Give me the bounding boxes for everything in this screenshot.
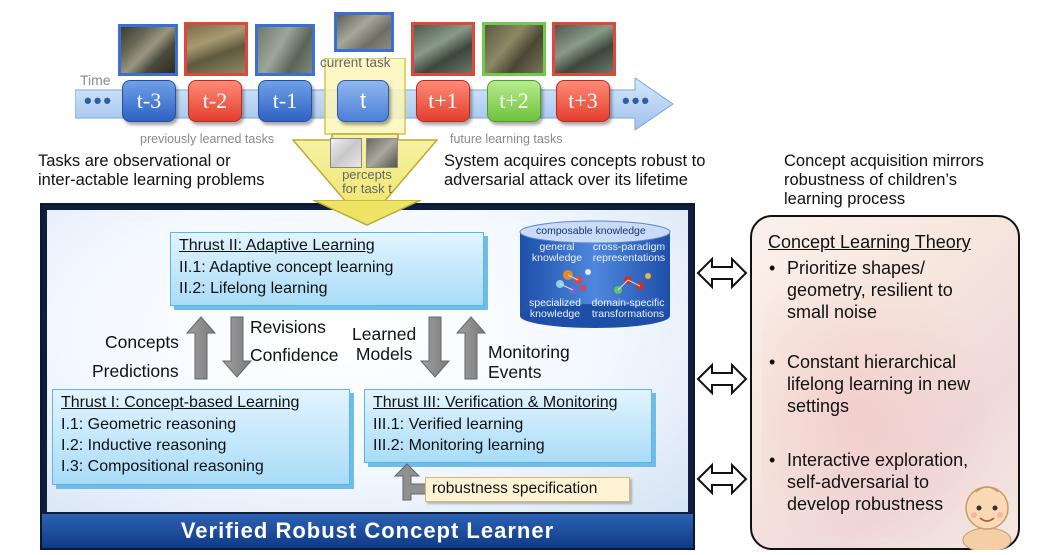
- label-learned-models: Learned Models: [352, 324, 417, 364]
- previously-learned-label: previously learned tasks: [140, 132, 275, 146]
- timestep-t+1: t+1: [416, 80, 470, 122]
- percept-image-1: [330, 138, 362, 168]
- knowledge-general: general knowledge: [531, 241, 583, 264]
- thrust-1-item: I.1: Geometric reasoning: [61, 416, 237, 433]
- theory-bullet: • Prioritize shapes/ geometry, resilient…: [769, 257, 1007, 323]
- theory-bullet-text: Prioritize shapes/ geometry, resilient t…: [787, 258, 953, 322]
- theory-bullet-text: Constant hierarchical lifelong learning …: [787, 352, 971, 416]
- label-concepts: Concepts: [105, 332, 179, 352]
- task-image-t-2: [184, 22, 248, 76]
- thrust-1-title: Thrust I: Concept-based Learning: [61, 394, 300, 411]
- thrust-1-item: I.3: Compositional reasoning: [61, 458, 264, 475]
- concept-learning-theory-title: Concept Learning Theory: [768, 232, 971, 252]
- double-arrow-1: [696, 256, 748, 290]
- baby-icon: [962, 486, 1012, 550]
- thrust-2-item: II.2: Lifelong learning: [179, 280, 328, 297]
- theory-bullet: • Interactive exploration, self-adversar…: [769, 449, 1007, 515]
- timestep-t-2: t-2: [188, 80, 242, 122]
- thrust-1-box: Thrust I: Concept-based Learning I.1: Ge…: [52, 389, 350, 485]
- timestep-t-1: t-1: [258, 80, 312, 122]
- knowledge-top-label: composable knowledge: [536, 225, 646, 237]
- task-image-t+1: [411, 22, 475, 76]
- label-monitoring-events: Monitoring Events: [488, 342, 570, 382]
- future-learning-label: future learning tasks: [450, 132, 563, 146]
- up-arrow-monitoring: [455, 316, 487, 380]
- knowledge-cylinder: [519, 220, 671, 328]
- funnel-tip: [312, 200, 422, 226]
- note-tasks: Tasks are observational or inter-actable…: [38, 152, 265, 189]
- task-image-t+2: [482, 22, 546, 76]
- double-arrow-3: [696, 462, 748, 496]
- flow-arrows: [185, 316, 487, 380]
- theory-bullet-text: Interactive exploration, self-adversaria…: [787, 450, 969, 514]
- bullet-dot: •: [769, 258, 776, 278]
- label-confidence: Confidence: [250, 345, 339, 365]
- robustness-arrow: [393, 463, 429, 501]
- task-image-t+3: [552, 22, 616, 76]
- timestep-t-3: t-3: [122, 80, 176, 122]
- down-arrow-revisions: [221, 316, 253, 378]
- task-image-t-1: [255, 24, 315, 76]
- knowledge-domain-specific: domain-specific transformations: [591, 297, 665, 320]
- down-arrow-learned-models: [419, 316, 451, 378]
- note-system: System acquires concepts robust to adver…: [444, 152, 706, 189]
- timestep-t+3: t+3: [556, 80, 610, 122]
- task-image-current: [334, 12, 394, 52]
- knowledge-cross-paradigm: cross-paradigm representations: [592, 241, 666, 264]
- current-task-label: current task: [320, 55, 391, 70]
- main-box-title: Verified Robust Concept Learner: [42, 514, 693, 548]
- timeline-ellipsis-left: •••: [84, 88, 114, 113]
- thrust-3-title: Thrust III: Verification & Monitoring: [373, 394, 618, 411]
- background-photo: [762, 257, 1002, 537]
- bullet-dot: •: [769, 352, 776, 372]
- label-revisions: Revisions: [250, 317, 326, 337]
- thrust-3-item: III.1: Verified learning: [373, 416, 524, 433]
- robustness-specification: robustness specification: [425, 477, 630, 502]
- task-image-t-3: [118, 24, 178, 76]
- time-label: Time: [80, 72, 111, 88]
- timestep-t+2: t+2: [487, 80, 541, 122]
- thrust-2-item: II.1: Adaptive concept learning: [179, 259, 394, 276]
- thrust-3-item: III.2: Monitoring learning: [373, 437, 545, 454]
- thrust-3-box: Thrust III: Verification & Monitoring II…: [364, 389, 652, 463]
- theory-bullet: • Constant hierarchical lifelong learnin…: [769, 351, 1007, 417]
- bullet-dot: •: [769, 450, 776, 470]
- thrust-2-box: Thrust II: Adaptive Learning II.1: Adapt…: [170, 232, 484, 306]
- percept-image-2: [366, 138, 398, 168]
- knowledge-specialized: specialized knowledge: [529, 297, 581, 320]
- percepts-label: percepts for task t: [342, 167, 392, 196]
- thrust-1-item: I.2: Inductive reasoning: [61, 437, 227, 454]
- thrust-2-title: Thrust II: Adaptive Learning: [179, 237, 375, 254]
- note-concept-acquisition: Concept acquisition mirrors robustness o…: [784, 152, 984, 208]
- concept-learning-theory-panel: [750, 215, 1020, 550]
- timestep-t-current: t: [337, 80, 389, 122]
- up-arrow-concepts: [185, 316, 217, 380]
- timeline-ellipsis-right: •••: [622, 88, 652, 113]
- label-predictions: Predictions: [92, 361, 179, 381]
- double-arrow-2: [696, 362, 748, 396]
